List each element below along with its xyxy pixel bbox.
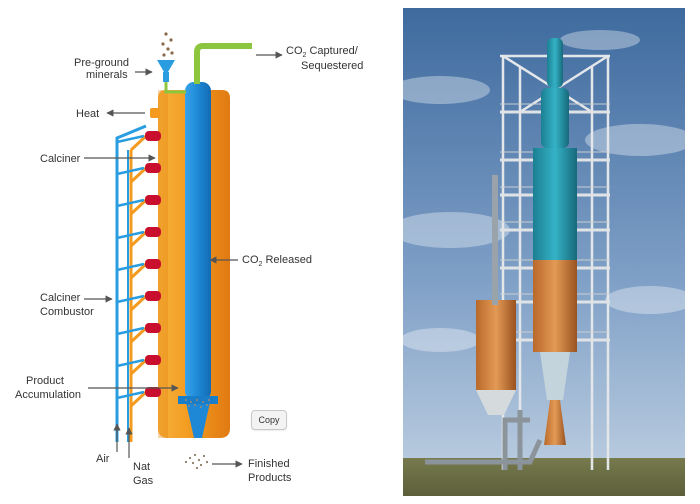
burner-air-line — [116, 262, 145, 272]
burner-gas-line — [129, 198, 148, 216]
label-combustor-2: Combustor — [40, 306, 94, 318]
burner-air-line — [116, 166, 145, 176]
label-combustor-1: Calciner — [40, 292, 81, 304]
burner-nozzle — [145, 323, 161, 333]
burner-nozzle — [145, 227, 161, 237]
burner-gas-line — [129, 358, 148, 376]
burner-array — [116, 131, 161, 408]
label-accumulation-2: Accumulation — [15, 389, 81, 401]
supply-lines — [115, 124, 147, 442]
burner-nozzle — [145, 387, 161, 397]
label-finished-1: Finished — [248, 458, 290, 470]
mineral-funnel — [157, 60, 186, 94]
label-nat-gas-2: Gas — [133, 475, 154, 487]
product-particles — [185, 399, 210, 408]
co2-capture-pipe — [194, 43, 252, 84]
burner-gas-line — [129, 230, 148, 248]
label-finished-2: Products — [248, 472, 292, 484]
label-calciner: Calciner — [40, 153, 81, 165]
reactor-vessel — [533, 38, 577, 445]
burner-nozzle — [145, 195, 161, 205]
burner-nozzle — [145, 291, 161, 301]
label-arrows — [84, 51, 283, 468]
burner-gas-line — [129, 294, 148, 312]
burner-air-line — [116, 358, 145, 368]
label-heat: Heat — [76, 108, 99, 120]
burner-gas-line — [129, 166, 148, 184]
label-pre-ground-2: minerals — [86, 69, 128, 81]
label-accumulation-1: Product — [26, 375, 64, 387]
label-sequestered: Sequestered — [301, 60, 363, 72]
burner-air-line — [116, 230, 145, 240]
burner-gas-line — [129, 326, 148, 344]
label-nat-gas-1: Nat — [133, 461, 150, 473]
burner-gas-line — [129, 262, 148, 280]
burner-air-line — [116, 134, 145, 144]
hopper-stack — [476, 175, 516, 415]
burner-gas-line — [129, 134, 148, 152]
heat-port — [150, 108, 160, 118]
burner-air-line — [116, 294, 145, 304]
burner-air-line — [116, 326, 145, 336]
label-air: Air — [96, 453, 110, 465]
mineral-particles — [161, 32, 174, 57]
label-co2-released: CO2 Released — [242, 254, 312, 268]
burner-gas-line — [129, 390, 148, 408]
burner-nozzle — [145, 163, 161, 173]
burner-nozzle — [145, 355, 161, 365]
burner-nozzle — [145, 131, 161, 141]
label-pre-ground-1: Pre-ground — [74, 57, 129, 69]
burner-nozzle — [145, 259, 161, 269]
ground-piping — [425, 410, 543, 470]
finished-particles — [184, 453, 209, 470]
burner-air-line — [116, 390, 145, 400]
label-co2-captured: CO2 Captured/ — [286, 45, 359, 59]
copy-button[interactable]: Copy — [251, 410, 287, 430]
burner-air-line — [116, 198, 145, 208]
